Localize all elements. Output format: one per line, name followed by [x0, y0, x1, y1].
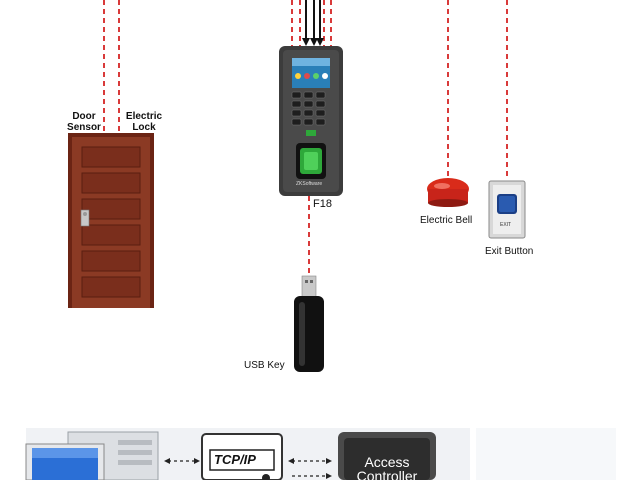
exit-text-label: EXIT	[500, 222, 512, 228]
computer-icon	[25, 431, 159, 480]
tcp-ip-label: TCP/IP	[214, 452, 256, 467]
door-sensor-label-line1: Door	[72, 111, 96, 122]
door-sensor-label-line2: Sensor	[67, 122, 101, 133]
usb-key-label: USB Key	[244, 360, 285, 371]
exit-button-label: Exit Button	[485, 246, 534, 257]
connector-arrows	[164, 458, 332, 479]
electric-lock-label: Electric Lock	[122, 111, 166, 133]
access-controller-label: Access Controller	[344, 455, 430, 483]
f18-label: F18	[313, 198, 332, 210]
fingerprint-terminal-icon	[279, 46, 343, 196]
electric-bell-label: Electric Bell	[420, 215, 473, 226]
usb-key-icon	[294, 275, 324, 372]
door-sensor-label: Door Sensor	[64, 111, 104, 133]
access-controller-label-line1: Access	[364, 454, 410, 470]
tcp-ip-box	[201, 433, 283, 480]
door-icon	[68, 133, 154, 308]
wires	[103, 0, 508, 290]
data-arrows	[302, 0, 324, 46]
electric-bell-icon	[427, 178, 469, 207]
electric-lock-label-line1: Electric	[125, 111, 163, 122]
access-controller-label-line2: Controller	[356, 468, 418, 484]
electric-lock-label-line2: Lock	[132, 122, 156, 133]
device-brand-label: ZKSoftware	[296, 181, 323, 187]
access-controller-box	[338, 432, 436, 480]
exit-button-icon	[488, 180, 526, 239]
